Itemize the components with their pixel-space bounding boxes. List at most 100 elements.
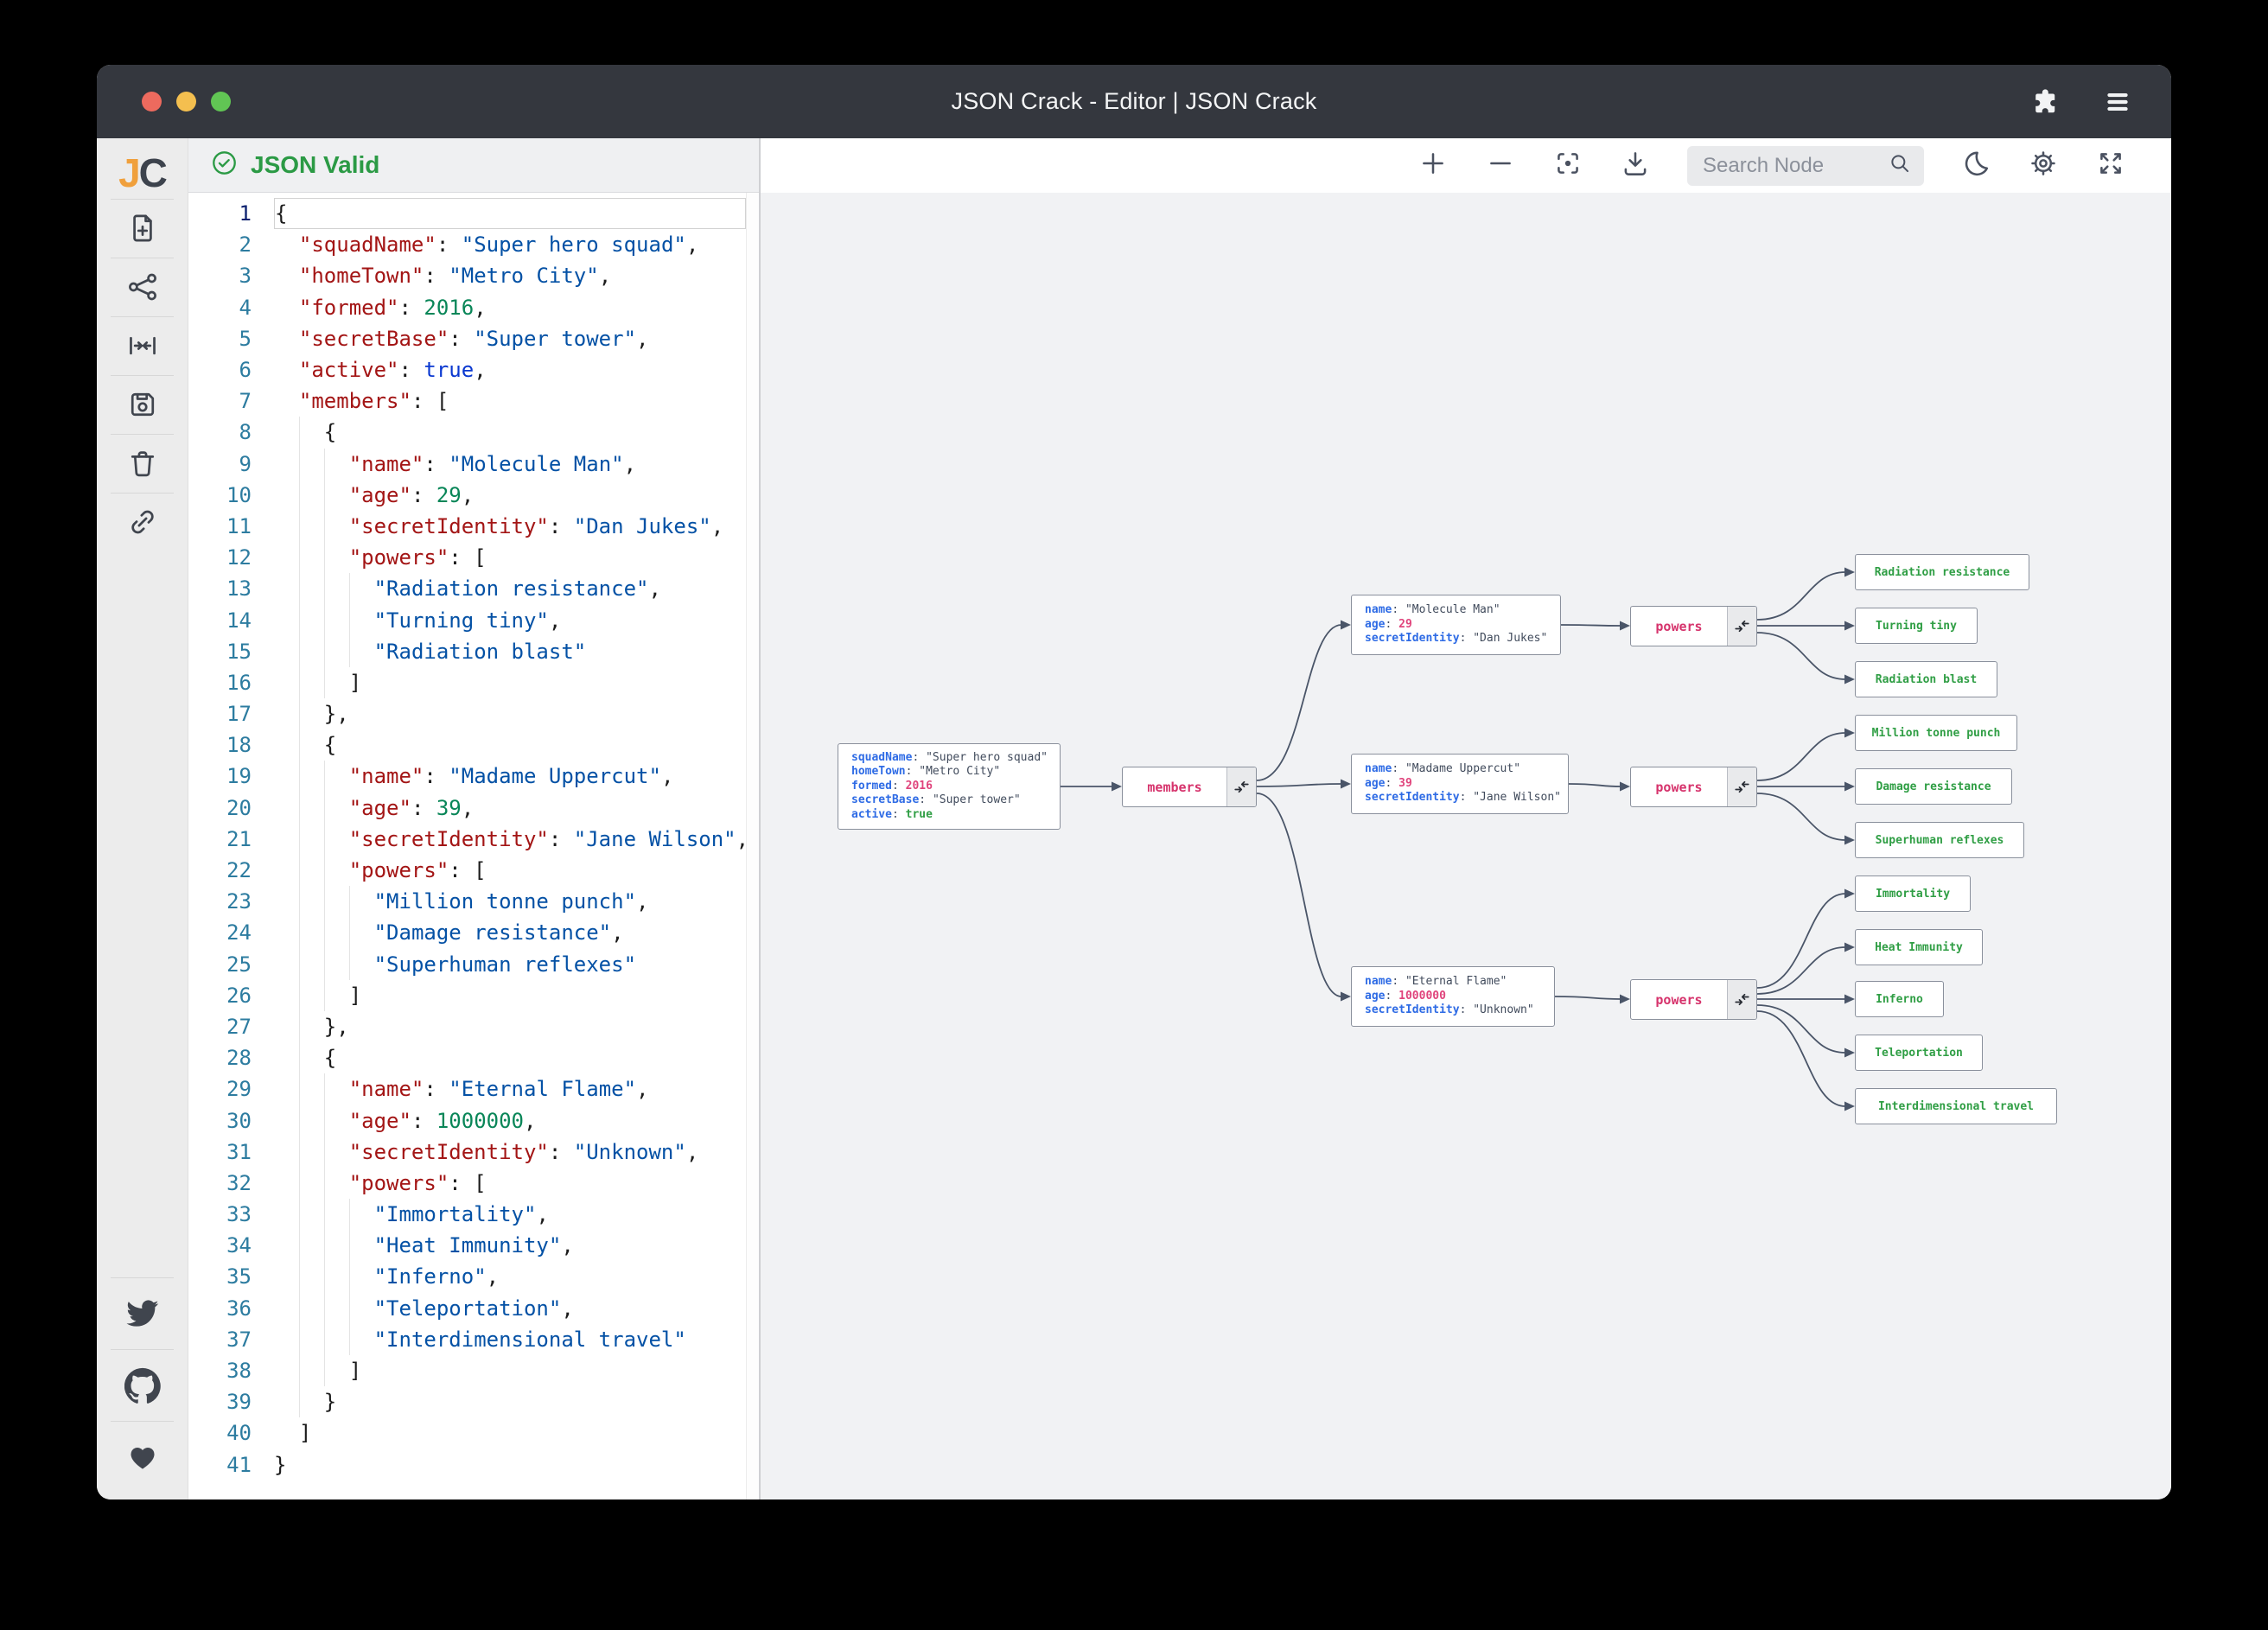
graph-node-leaf-3d[interactable]: Teleportation — [1855, 1035, 1983, 1071]
line-number: 4 — [239, 295, 252, 320]
graph-node-leaf-1a[interactable]: Radiation resistance — [1855, 554, 2029, 590]
validation-status-bar: JSON Valid — [188, 138, 759, 193]
line-number: 36 — [226, 1296, 252, 1321]
node-field: name: "Molecule Man" — [1365, 603, 1500, 617]
line-number: 29 — [226, 1077, 252, 1102]
line-number: 37 — [226, 1327, 252, 1352]
settings-button[interactable] — [2028, 148, 2059, 183]
node-field: homeTown: "Metro City" — [851, 765, 1001, 779]
line-number: 30 — [226, 1108, 252, 1133]
code-line: 20"age": 39, — [188, 792, 759, 824]
leaf-node-label: Immortality — [1875, 887, 1951, 901]
sidebar-item-collapse-graph[interactable] — [97, 316, 188, 375]
minimize-button[interactable] — [176, 92, 196, 111]
graph-node-leaf-2b[interactable]: Damage resistance — [1855, 768, 2012, 805]
node-field: age: 29 — [1365, 617, 1412, 631]
node-field: secretIdentity: "Unknown" — [1365, 1003, 1534, 1017]
json-code-editor[interactable]: 1{2"squadName": "Super hero squad",3"hom… — [188, 193, 759, 1499]
search-node-input[interactable] — [1703, 153, 1879, 178]
editor-scrollbar[interactable] — [746, 193, 759, 1499]
leaf-node-label: Damage resistance — [1876, 780, 1991, 793]
editor-lines: 1{2"squadName": "Super hero squad",3"hom… — [188, 193, 759, 1480]
extensions-puzzle-icon[interactable] — [2029, 86, 2061, 118]
sidebar-item-github[interactable] — [97, 1349, 188, 1421]
line-number: 38 — [226, 1359, 252, 1384]
line-number: 15 — [226, 639, 252, 664]
graph-node-root[interactable]: squadName: "Super hero squad"homeTown: "… — [838, 743, 1061, 830]
zoom-in-button[interactable] — [1418, 148, 1449, 183]
zoom-in-icon — [1418, 148, 1449, 183]
sidebar-item-delete[interactable] — [97, 434, 188, 493]
parent-node-label: powers — [1655, 618, 1703, 634]
line-number: 2 — [239, 232, 252, 258]
delete-icon — [125, 446, 160, 481]
line-number: 5 — [239, 326, 252, 351]
graph-node-powers-2[interactable]: powers — [1630, 767, 1757, 807]
code-line: 29"name": "Eternal Flame", — [188, 1073, 759, 1105]
sidebar-item-graph-view[interactable] — [97, 258, 188, 316]
line-number: 34 — [226, 1233, 252, 1258]
graph-node-leaf-3c[interactable]: Inferno — [1855, 981, 1944, 1017]
graph-node-leaf-3a[interactable]: Immortality — [1855, 875, 1971, 912]
collapse-horizontal-icon — [125, 328, 160, 363]
search-node-box — [1687, 145, 1924, 186]
dark-mode-moon-icon — [1960, 148, 1991, 183]
dark-mode-toggle[interactable] — [1960, 148, 1991, 183]
center-view-button[interactable] — [1552, 148, 1583, 183]
line-number: 18 — [226, 733, 252, 758]
sidebar-item-share-link[interactable] — [97, 493, 188, 551]
collapse-node-button[interactable] — [1226, 767, 1256, 806]
collapse-node-button[interactable] — [1727, 980, 1756, 1019]
sidebar-item-sponsor[interactable] — [97, 1421, 188, 1493]
graph-pane: squadName: "Super hero squad"homeTown: "… — [761, 138, 2171, 1499]
sidebar-item-new-document[interactable] — [97, 199, 188, 258]
node-field: secretIdentity: "Jane Wilson" — [1365, 791, 1561, 805]
sidebar-item-twitter[interactable] — [97, 1277, 188, 1349]
graph-node-leaf-2c[interactable]: Superhuman reflexes — [1855, 822, 2024, 858]
zoom-button[interactable] — [211, 92, 231, 111]
zoom-out-button[interactable] — [1485, 148, 1516, 183]
graph-node-leaf-1b[interactable]: Turning tiny — [1855, 608, 1978, 644]
app-menu-icon[interactable] — [2102, 86, 2133, 118]
traffic-lights — [142, 65, 231, 138]
code-line: 38] — [188, 1354, 759, 1387]
collapse-node-button[interactable] — [1727, 767, 1756, 806]
line-number: 9 — [239, 451, 252, 476]
download-image-button[interactable] — [1620, 148, 1651, 183]
line-number: 11 — [226, 513, 252, 538]
graph-node-leaf-3e[interactable]: Interdimensional travel — [1855, 1088, 2057, 1124]
collapse-node-button[interactable] — [1727, 607, 1756, 646]
graph-canvas[interactable]: squadName: "Super hero squad"homeTown: "… — [761, 193, 2171, 1499]
code-line: 8{ — [188, 417, 759, 449]
code-line: 36"Teleportation", — [188, 1292, 759, 1324]
sidebar-item-save[interactable] — [97, 375, 188, 434]
fullscreen-button[interactable] — [2095, 148, 2126, 183]
node-field: name: "Madame Uppercut" — [1365, 762, 1521, 776]
node-field: formed: 2016 — [851, 779, 933, 793]
code-line: 17}, — [188, 698, 759, 730]
graph-node-leaf-3b[interactable]: Heat Immunity — [1855, 929, 1983, 965]
code-line: 5"secretBase": "Super tower", — [188, 323, 759, 354]
graph-node-powers-3[interactable]: powers — [1630, 979, 1757, 1020]
share-link-icon — [125, 505, 160, 539]
code-line: 19"name": "Madame Uppercut", — [188, 761, 759, 793]
close-button[interactable] — [142, 92, 162, 111]
graph-node-leaf-2a[interactable]: Million tonne punch — [1855, 715, 2017, 751]
graph-node-leaf-1c[interactable]: Radiation blast — [1855, 661, 1997, 697]
code-line: 39} — [188, 1386, 759, 1418]
parent-node-label: powers — [1655, 991, 1703, 1008]
line-number: 40 — [226, 1421, 252, 1446]
code-line: 22"powers": [ — [188, 854, 759, 887]
node-field: active: true — [851, 807, 933, 821]
graph-node-members[interactable]: members — [1122, 767, 1257, 807]
graph-view-icon — [125, 270, 160, 304]
code-line: 7"members": [ — [188, 385, 759, 417]
graph-node-powers-1[interactable]: powers — [1630, 606, 1757, 646]
leaf-node-label: Turning tiny — [1876, 619, 1957, 633]
